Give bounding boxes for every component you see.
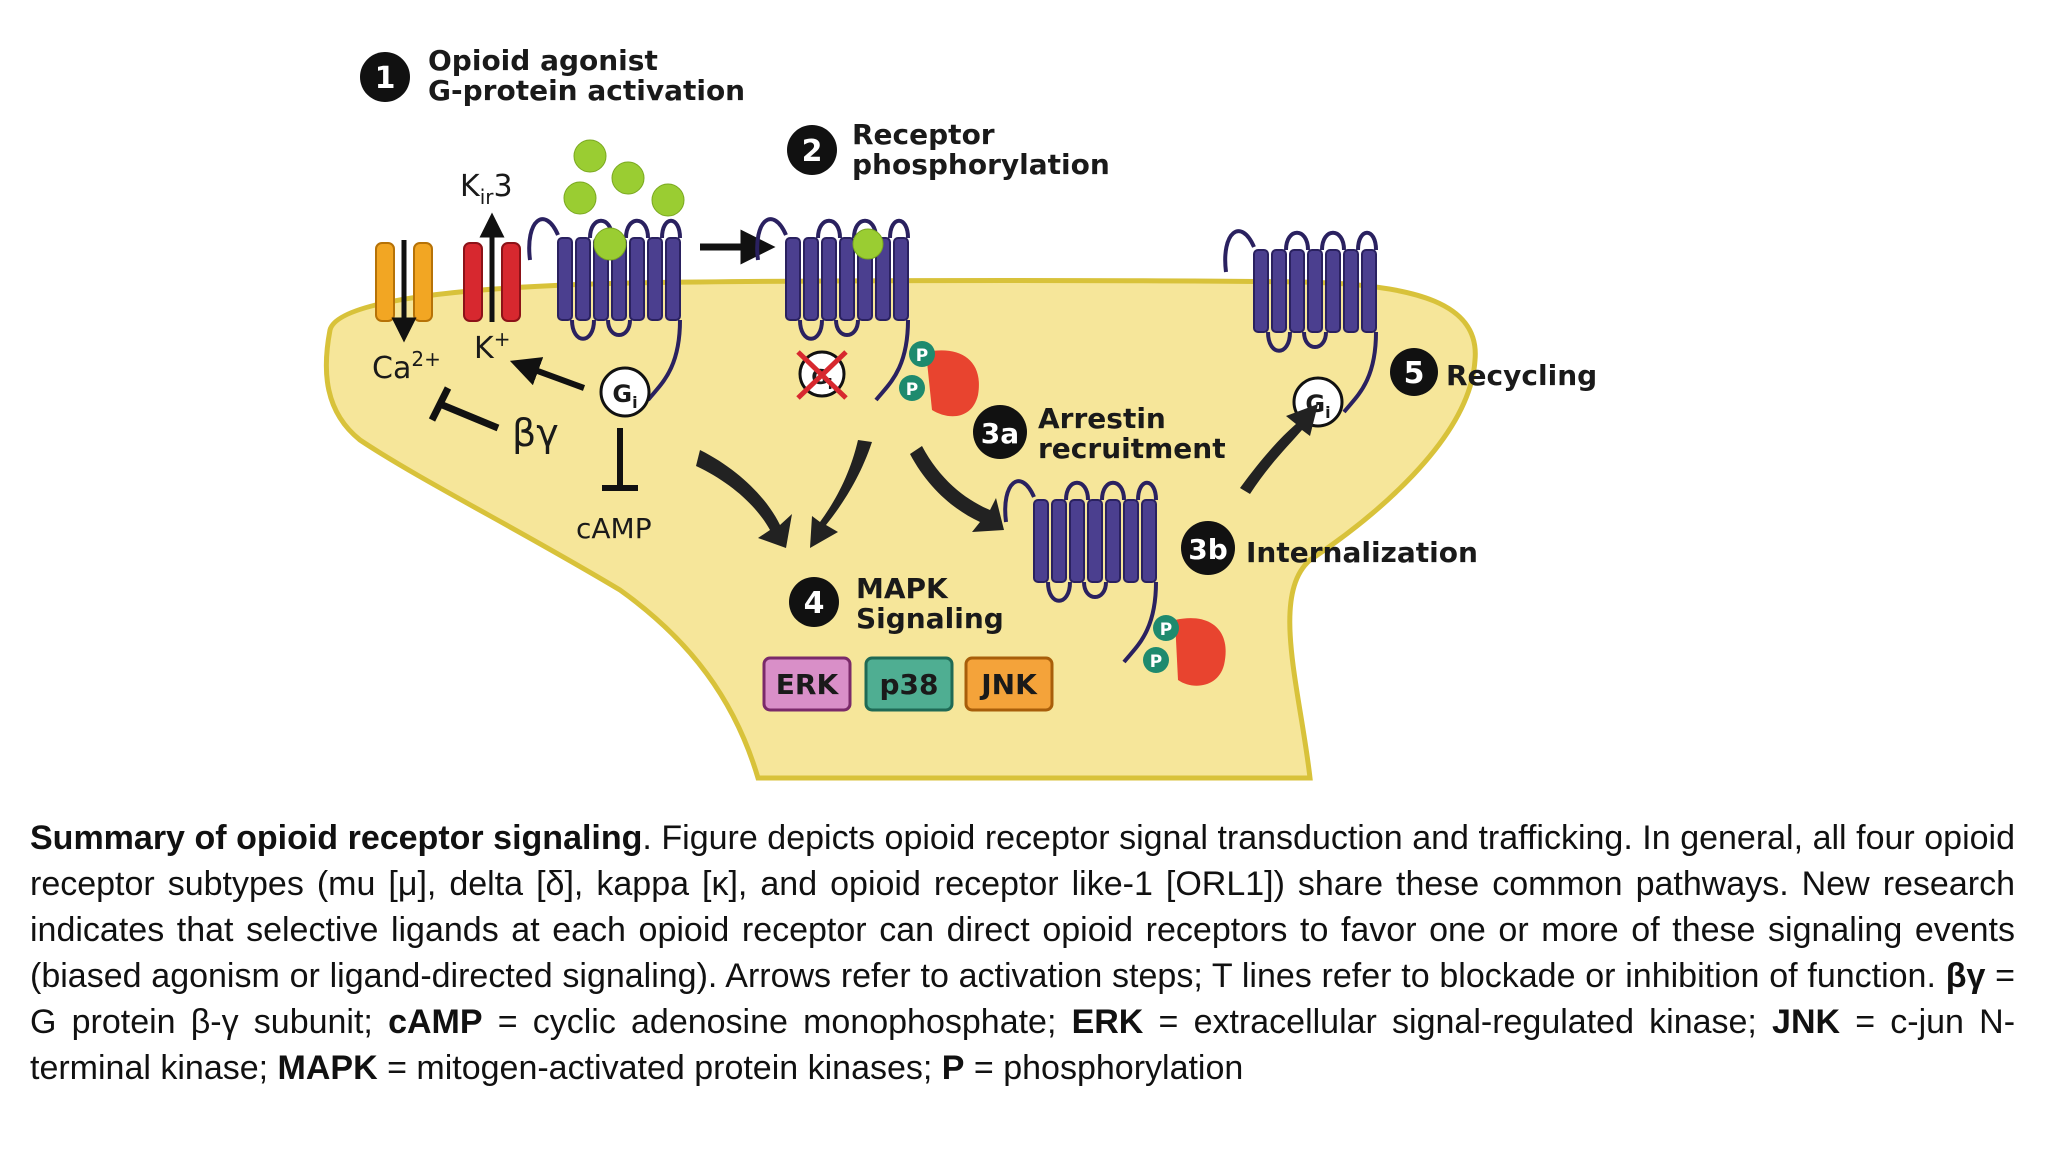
svg-text:4: 4: [804, 586, 825, 621]
phospho-arrestin-complex-1: P P: [899, 341, 979, 417]
svg-text:Internalization: Internalization: [1246, 536, 1478, 569]
ca-channel: [375, 240, 433, 343]
kinase-erk: ERK: [762, 656, 852, 712]
calcium-label: Ca2+: [372, 347, 441, 386]
gi-to-kchannel-arrow: [509, 357, 586, 391]
beta-gamma-label: βγ: [512, 411, 559, 455]
caption-definition: = G protein β-γ subunit;: [30, 957, 2015, 1041]
kinase-jnk: JNK: [964, 656, 1054, 712]
step-5-label: 5 Recycling: [1390, 348, 1597, 396]
camp-label: cAMP: [576, 512, 652, 545]
caption-body: . Figure depicts opioid receptor signal …: [30, 819, 2015, 995]
gi-inactive-icon: Gi: [796, 350, 848, 400]
caption-definition: = c-jun N-terminal kinase;: [30, 1003, 2016, 1087]
svg-text:Receptor: Receptor: [852, 118, 995, 151]
beta-gamma-inhibit-line: [428, 386, 500, 432]
svg-text:Arrestin: Arrestin: [1038, 402, 1166, 435]
pathway-arrows: [696, 404, 1318, 548]
svg-text:Gi: Gi: [612, 380, 637, 412]
step-2-label: 2 Receptor phosphorylation: [787, 118, 1110, 181]
caption-definition: = phosphorylation: [964, 1049, 1244, 1087]
gi-protein: Gi: [599, 366, 651, 418]
caption-term: P: [941, 1049, 965, 1087]
kinase-p38: p38: [864, 656, 954, 712]
svg-text:Recycling: Recycling: [1446, 359, 1597, 392]
svg-text:ERK: ERK: [776, 668, 840, 701]
caption-term: JNK: [1772, 1003, 1841, 1041]
kir3-channel: [463, 212, 521, 322]
camp-inhibit-line: [602, 428, 638, 491]
svg-text:G-protein activation: G-protein activation: [428, 74, 745, 107]
step-3a-label: 3a Arrestin recruitment: [973, 402, 1226, 465]
phospho-arrestin-complex-2: P P: [1143, 615, 1226, 686]
caption-term: ERK: [1071, 1003, 1144, 1041]
agonist-molecules: [563, 139, 685, 261]
svg-text:JNK: JNK: [979, 668, 1038, 701]
svg-text:3a: 3a: [981, 417, 1019, 450]
caption-definition: = mitogen-activated protein kinases;: [377, 1049, 942, 1087]
svg-text:3b: 3b: [1188, 533, 1228, 566]
svg-text:1: 1: [375, 61, 396, 96]
svg-text:p38: p38: [879, 668, 938, 701]
step-1-label: 1 Opioid agonist G-protein activation: [360, 44, 745, 107]
bound-agonist: [852, 228, 884, 260]
svg-text:MAPK: MAPK: [856, 572, 949, 605]
svg-text:Signaling: Signaling: [856, 602, 1004, 635]
caption-term: MAPK: [277, 1049, 378, 1087]
caption-definition: = cyclic adenosine monophosphate;: [482, 1003, 1072, 1041]
caption-title: Summary of opioid receptor signaling: [30, 819, 643, 857]
caption-definition: = extracellular signal-regulated kinase;: [1143, 1003, 1773, 1041]
svg-text:phosphorylation: phosphorylation: [852, 148, 1110, 181]
caption-term: βγ: [1945, 957, 1986, 995]
step-3b-label: 3b Internalization: [1181, 521, 1478, 575]
potassium-label: K+: [474, 327, 510, 366]
svg-text:recruitment: recruitment: [1038, 432, 1226, 465]
svg-text:Opioid agonist: Opioid agonist: [428, 44, 658, 77]
svg-text:2: 2: [802, 134, 823, 169]
kir3-label: Kir3: [460, 169, 513, 209]
svg-text:P: P: [1160, 620, 1172, 640]
figure-caption: Summary of opioid receptor signaling. Fi…: [30, 815, 2015, 1091]
svg-text:P: P: [916, 346, 928, 366]
svg-text:5: 5: [1404, 356, 1425, 391]
caption-term: cAMP: [388, 1003, 483, 1041]
step-4-label: 4 MAPK Signaling: [789, 572, 1004, 635]
svg-text:P: P: [906, 380, 918, 400]
svg-text:P: P: [1150, 652, 1162, 672]
